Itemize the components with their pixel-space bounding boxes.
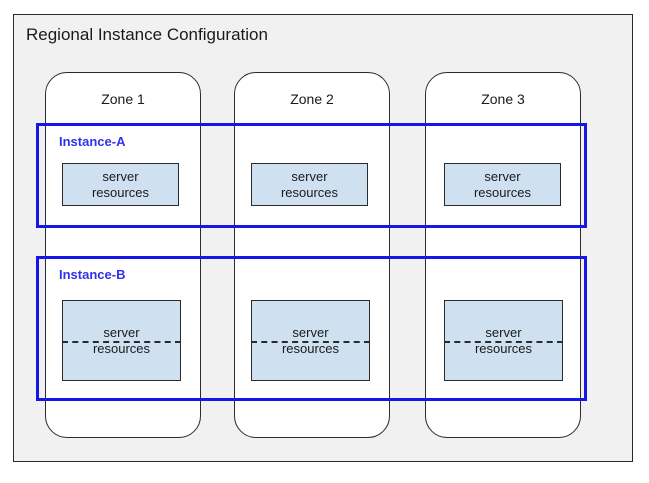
server-resources-box[interactable]: server resources xyxy=(251,300,370,381)
server-resources-box[interactable]: server resources xyxy=(62,300,181,381)
server-resources-box[interactable]: server resources xyxy=(62,163,179,206)
server-resources-label: server resources xyxy=(281,324,340,356)
zone-title-2: Zone 2 xyxy=(290,91,334,107)
instance-label-b: Instance-B xyxy=(59,267,126,282)
server-resources-label: server resources xyxy=(92,324,151,356)
zone-title-1: Zone 1 xyxy=(101,91,145,107)
server-resources-box[interactable]: server resources xyxy=(444,163,561,206)
instance-label-a: Instance-A xyxy=(59,134,126,149)
server-resources-label: server resources xyxy=(280,168,339,200)
server-resources-label: server resources xyxy=(473,168,532,200)
server-resources-label: server resources xyxy=(474,324,533,356)
instance-band-a[interactable]: Instance-A xyxy=(36,123,587,228)
server-resources-box[interactable]: server resources xyxy=(444,300,563,381)
page-title: Regional Instance Configuration xyxy=(26,25,268,44)
zone-title-3: Zone 3 xyxy=(481,91,525,107)
server-resources-box[interactable]: server resources xyxy=(251,163,368,206)
instance-band-b[interactable]: Instance-B xyxy=(36,256,587,401)
server-resources-label: server resources xyxy=(91,168,150,200)
